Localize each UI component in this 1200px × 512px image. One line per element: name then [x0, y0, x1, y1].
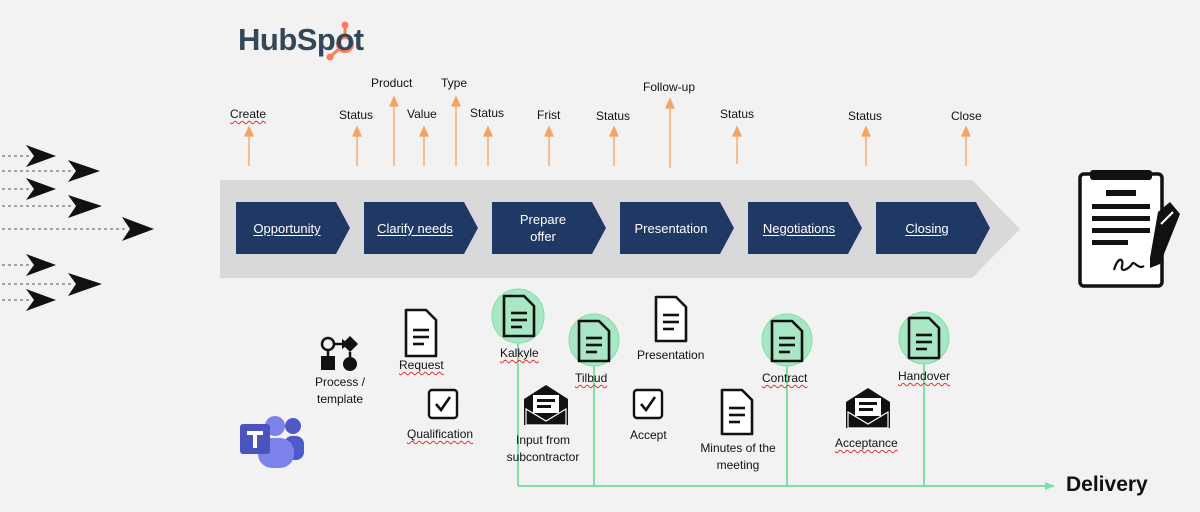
- field-label-type: Type: [441, 76, 468, 90]
- document-highlights: [491, 288, 950, 367]
- incoming-leads: [2, 145, 154, 311]
- stage-prepare-offer: Prepare offer: [492, 202, 606, 254]
- field-label-status: Status: [848, 109, 883, 123]
- artifact-label-request: Request: [399, 358, 444, 372]
- checkbox-icon: [632, 388, 664, 420]
- lead-arrowhead: [68, 160, 100, 182]
- field-label-follow-up: Follow-up: [643, 80, 696, 94]
- artifact-label-presentation: Presentation: [637, 348, 705, 362]
- teams-logo: [240, 416, 304, 468]
- lead-arrowhead: [26, 178, 56, 200]
- field-label-frist: Frist: [537, 108, 561, 122]
- delivery-lines: [517, 335, 1055, 490]
- field-label-status: Status: [339, 108, 374, 122]
- hubspot-sprocket-icon: [326, 21, 354, 61]
- artifact-label-acceptance: Acceptance: [835, 436, 898, 450]
- hubspot-logo: HubSpot: [238, 22, 364, 57]
- artifact-label-minutes-of-the-meeting: Minutes of the meeting: [700, 441, 776, 472]
- stage-clarify-needs: Clarify needs: [364, 202, 478, 254]
- document-icon: [907, 316, 941, 360]
- field-label-value: Value: [407, 107, 437, 121]
- field-label-close: Close: [951, 109, 982, 123]
- artifact-label-accept: Accept: [630, 428, 667, 442]
- field-label-status: Status: [720, 107, 755, 121]
- artifact-label-qualification: Qualification: [407, 427, 474, 441]
- document-icon: [577, 319, 611, 363]
- process-flow-icon: [320, 336, 358, 371]
- lead-arrowhead: [68, 195, 102, 218]
- field-label-status: Status: [470, 106, 505, 120]
- document-icon: [770, 319, 804, 363]
- artifact-label-kalkyle: Kalkyle: [500, 346, 539, 360]
- stage-closing: Closing: [876, 202, 990, 254]
- artifact-label-handover: Handover: [898, 369, 951, 383]
- artifact-label-tilbud: Tilbud: [575, 371, 608, 385]
- delivery-label: Delivery: [1066, 473, 1148, 496]
- artifact-label-input-from-subcontractor: Input from subcontractor: [506, 433, 580, 464]
- stage-opportunity: Opportunity: [236, 202, 350, 254]
- envelope-icon: [846, 388, 890, 429]
- document-icon: [404, 308, 438, 358]
- checkbox-icon: [427, 388, 459, 420]
- lead-arrowhead: [26, 145, 56, 167]
- envelope-icon: [524, 385, 568, 426]
- artifact-label-process-template: Process / template: [314, 375, 365, 406]
- hubspot-field-arrows: [243, 95, 972, 168]
- lead-arrowhead: [26, 289, 56, 311]
- field-label-status: Status: [596, 109, 631, 123]
- field-label-product: Product: [371, 76, 413, 90]
- field-label-create: Create: [230, 107, 267, 121]
- stage-negotiations: Negotiations: [748, 202, 862, 254]
- contract-signing-icon: [1078, 170, 1180, 288]
- document-icon: [720, 388, 754, 436]
- lead-arrowhead: [68, 273, 102, 296]
- lead-arrowhead: [26, 254, 56, 276]
- document-icon: [502, 294, 536, 338]
- artifact-label-contract: Contract: [762, 371, 808, 385]
- document-icon: [654, 295, 688, 343]
- stage-presentation: Presentation: [620, 202, 734, 254]
- lead-arrowhead: [122, 217, 154, 241]
